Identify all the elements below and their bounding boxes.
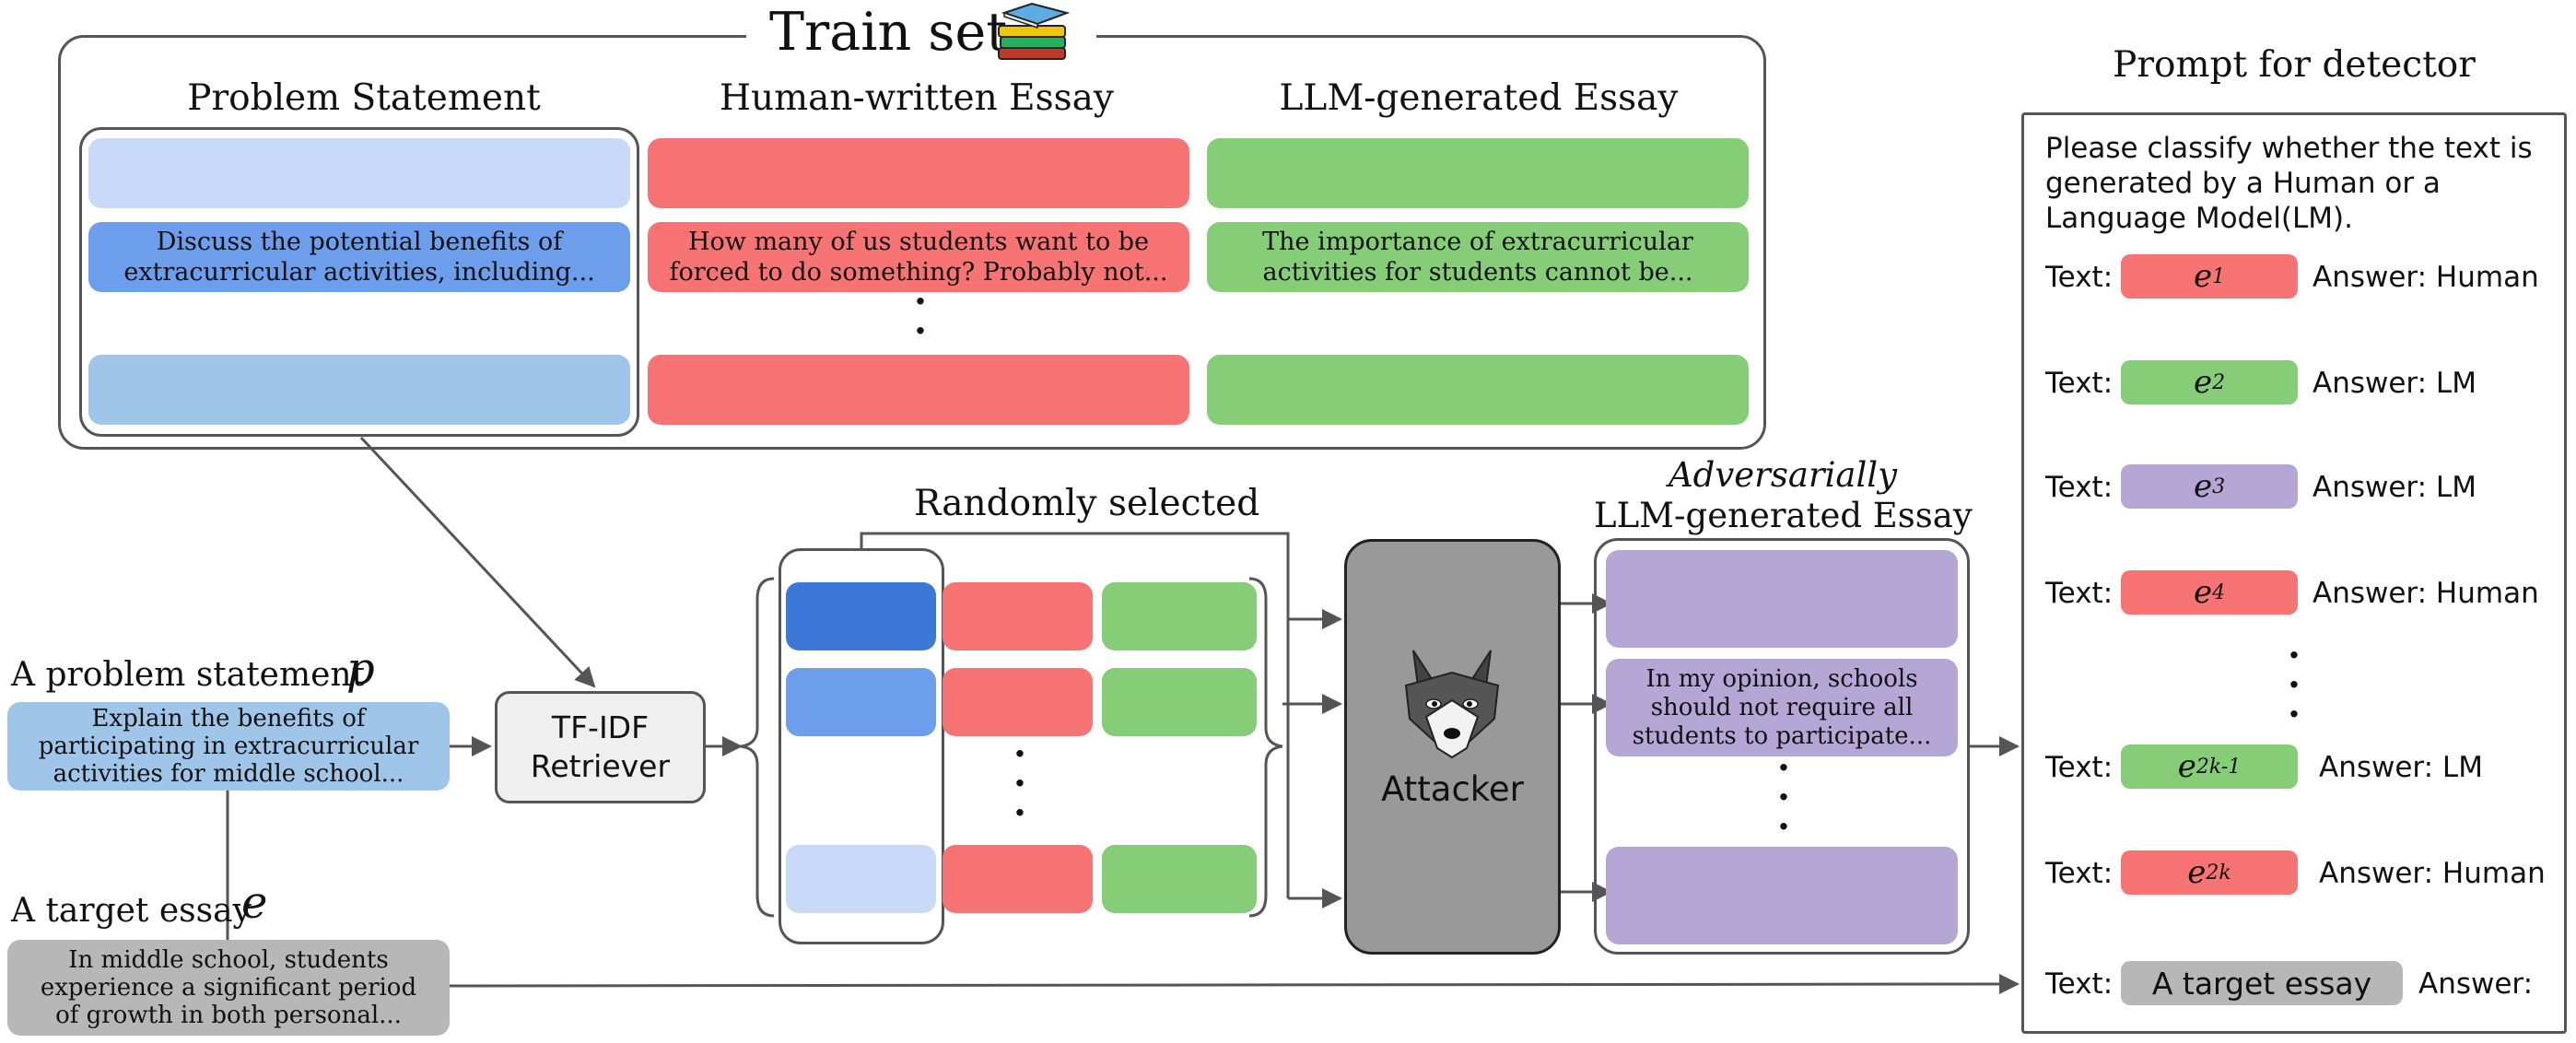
human-essay-bar [648, 138, 1189, 208]
random-problem-bar [786, 845, 936, 913]
arrow-essay-to-prompt [448, 974, 2020, 995]
prompt-title: Prompt for detector [2113, 44, 2476, 86]
random-human-bar [943, 582, 1093, 650]
target-essay-label: A target essay [11, 892, 252, 930]
prompt-row-answer-label: Answer: LM [2319, 751, 2483, 784]
final-answer-label: Answer: [2418, 967, 2534, 1001]
column-heading-human: Human-written Essay [720, 77, 1114, 119]
random-llm-bar [1102, 845, 1257, 913]
random-llm-bar [1102, 668, 1257, 736]
prompt-row-text-label: Text: [2045, 577, 2113, 610]
tfidf-retriever-box: TF-IDF Retriever [495, 691, 706, 803]
random-problem-bar [786, 582, 936, 650]
random-selection-title: Randomly selected [914, 483, 1260, 524]
prompt-row-text-label: Text: [2045, 471, 2113, 504]
adversarial-example-bar: In my opinion, schools should not requir… [1606, 659, 1958, 756]
attacker-label: Attacker [1381, 769, 1524, 809]
column-heading-problem: Problem Statement [187, 77, 541, 119]
wolf-icon [1404, 650, 1500, 759]
llm-essay-bar [1207, 138, 1749, 208]
problem-statement-box: Explain the benefits of participating in… [7, 702, 450, 791]
problem-example-bar: Discuss the potential benefits of extrac… [88, 222, 630, 292]
adversarial-essay-bar [1606, 847, 1958, 944]
prompt-row-text-label: Text: [2045, 751, 2113, 784]
prompt-row-answer-label: Answer: Human [2313, 577, 2539, 610]
final-target-essay-chip: A target essay [2121, 961, 2403, 1005]
adversarial-essay-bar [1606, 550, 1958, 648]
problem-bar [88, 138, 630, 208]
adversarial-title-italic: Adversarially [1668, 455, 1898, 495]
human-essay-bar [648, 355, 1189, 425]
prompt-row-text-label: Text: [2045, 261, 2113, 294]
vertical-ellipsis: ··· [1013, 732, 1026, 835]
final-text-label: Text: [2045, 967, 2113, 1001]
train-set-title: Train set [769, 2, 1008, 63]
book-stack-icon [998, 2, 1071, 60]
random-human-bar [943, 845, 1093, 913]
left-brace [740, 577, 775, 918]
prompt-frame [2021, 112, 2567, 1034]
prompt-row-answer-label: Answer: LM [2313, 471, 2476, 504]
random-blue-column-frame [779, 548, 944, 944]
prompt-row-answer-label: Answer: Human [2313, 261, 2539, 294]
adversarial-title: LLM-generated Essay [1594, 496, 1973, 535]
problem-column-frame [79, 127, 639, 437]
target-essay-box: In middle school, students experience a … [7, 940, 450, 1036]
arrow-trainset-to-retriever [359, 436, 596, 688]
llm-essay-bar [1207, 355, 1749, 425]
prompt-row-answer-label: Answer: Human [2319, 857, 2546, 890]
column-heading-llm: LLM-generated Essay [1279, 77, 1679, 119]
prompt-instruction: Please classify whether the text is gene… [2045, 132, 2533, 235]
problem-symbol: p [346, 643, 375, 695]
target-essay-symbol: e [241, 877, 268, 929]
random-human-bar [943, 668, 1093, 736]
random-problem-bar [786, 668, 936, 736]
problem-bar [88, 355, 630, 425]
prompt-row-text-label: Text: [2045, 367, 2113, 400]
problem-statement-label: A problem statement [11, 656, 366, 694]
adversarial-frame [1594, 538, 1970, 955]
random-llm-bar [1102, 582, 1257, 650]
prompt-row-answer-label: Answer: LM [2313, 367, 2476, 400]
vertical-ellipsis: ··· [2288, 634, 2301, 736]
human-example-bar: How many of us students want to be force… [648, 222, 1189, 292]
prompt-row-text-label: Text: [2045, 857, 2113, 890]
llm-example-bar: The importance of extracurricular activi… [1207, 222, 1749, 292]
vertical-ellipsis: ··· [1777, 746, 1790, 849]
